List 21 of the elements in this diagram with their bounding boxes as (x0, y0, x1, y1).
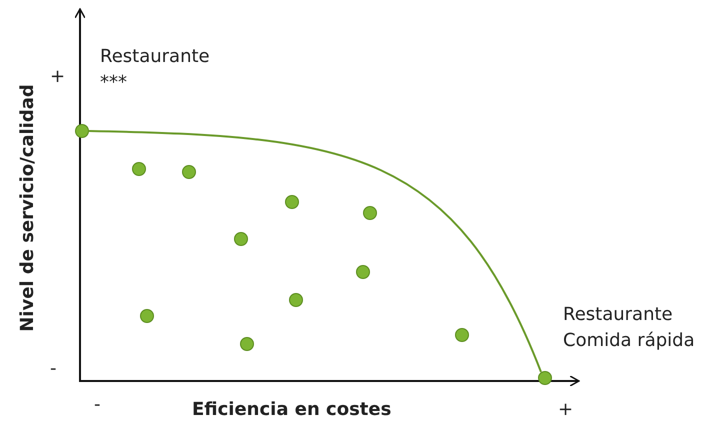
axis-tick-label: + (558, 398, 574, 422)
data-point (140, 309, 154, 323)
axis-tick-label: + (50, 65, 66, 89)
axis-tick-label: - (94, 393, 100, 417)
data-point (289, 293, 303, 307)
point-label: Restaurante Comida rápida (563, 303, 696, 353)
data-point (285, 195, 299, 209)
data-point (356, 265, 370, 279)
data-point (75, 124, 89, 138)
x-axis-title: Eficiencia en costes (192, 398, 392, 422)
y-axis-title: Nivel de servicio/calidad (16, 84, 39, 332)
data-point (132, 162, 146, 176)
data-point (240, 337, 254, 351)
data-point (455, 328, 469, 342)
frontier-curve (88, 130, 542, 372)
axis-tick-label: - (50, 357, 56, 381)
data-point (234, 232, 248, 246)
point-label: Restaurante *** (100, 45, 211, 95)
data-point (538, 371, 552, 385)
data-point (182, 165, 196, 179)
data-point (363, 206, 377, 220)
